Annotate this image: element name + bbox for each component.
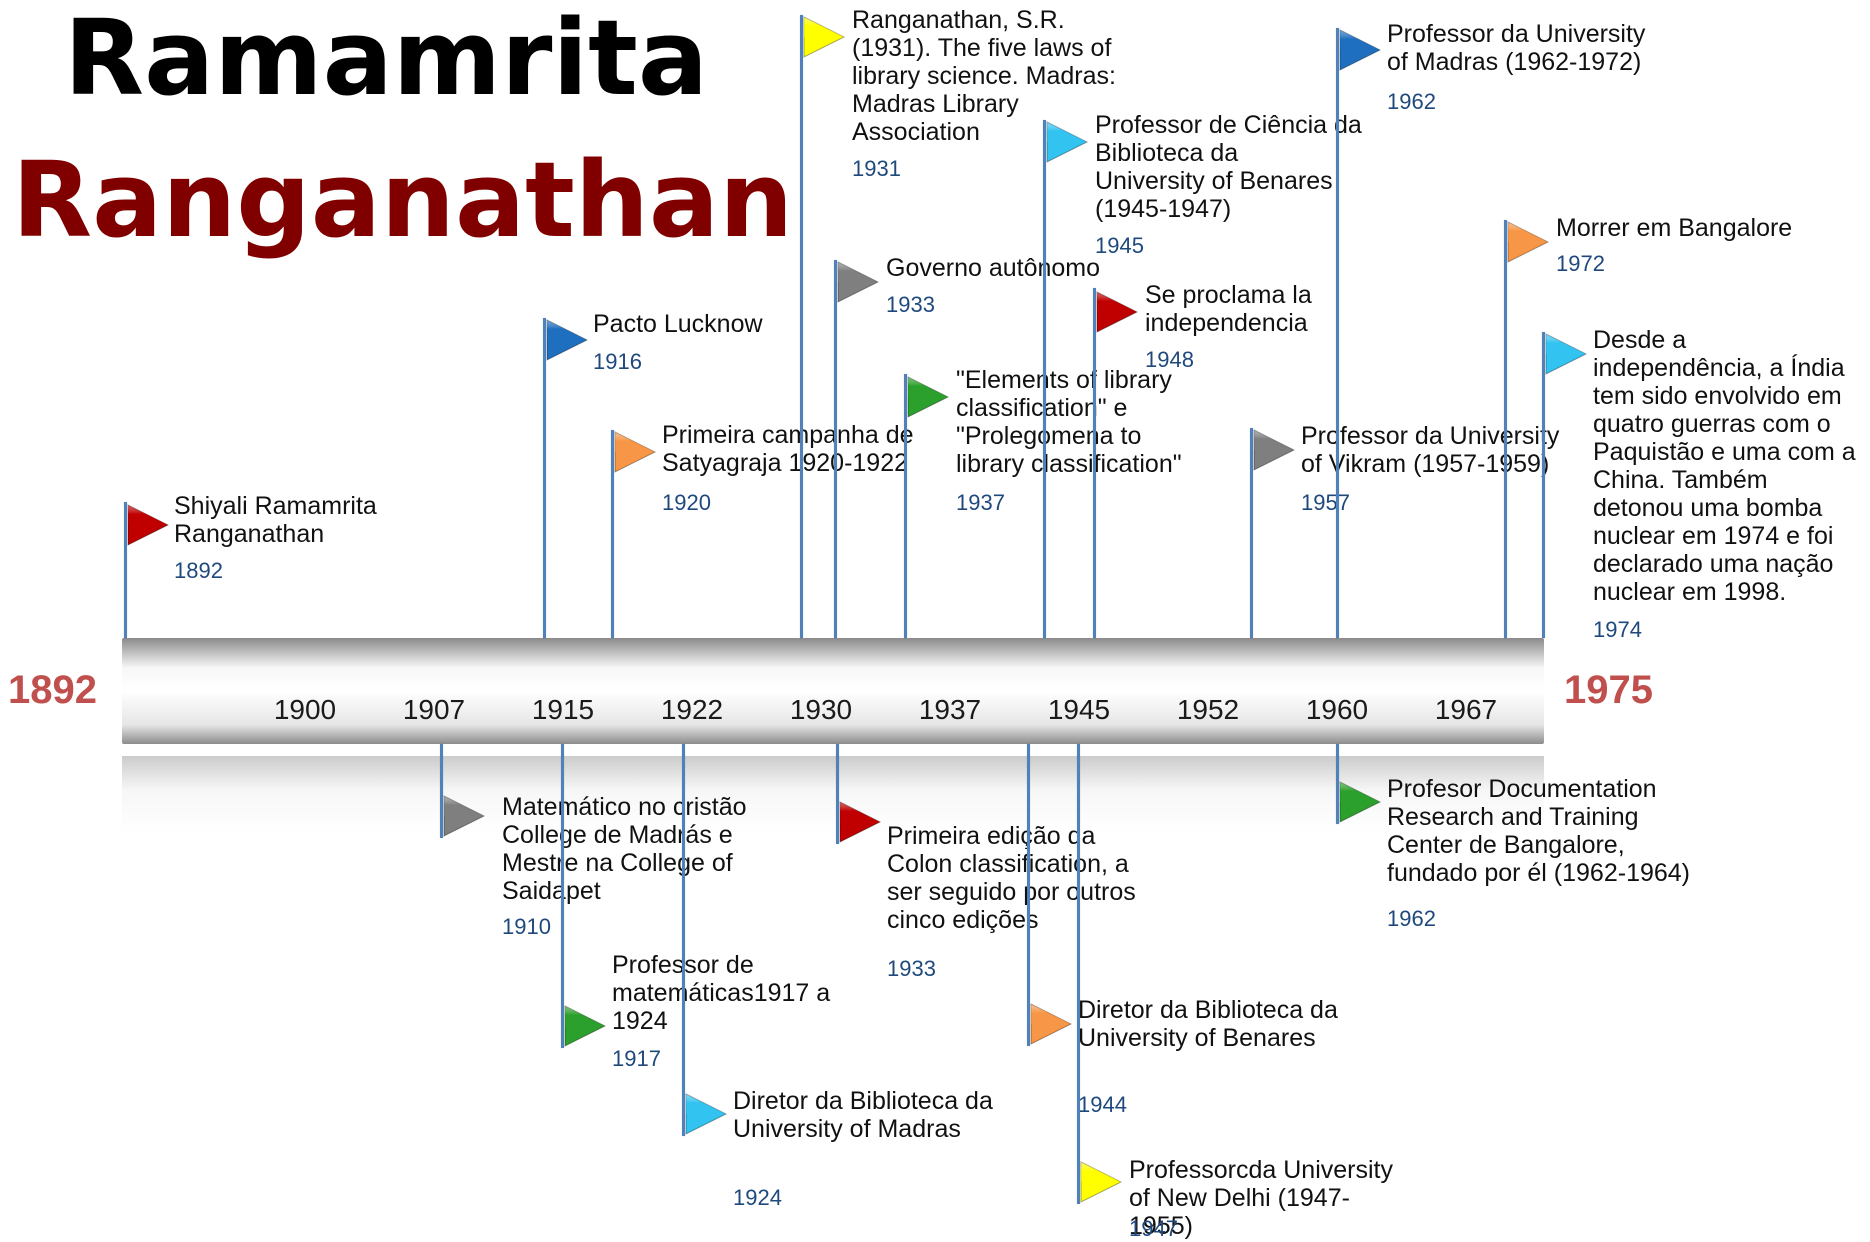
- event-date: 1937: [956, 490, 1005, 515]
- event-label: Diretor da Biblioteca da University of M…: [733, 1087, 993, 1143]
- event-date: 1948: [1145, 347, 1194, 372]
- event-date: 1945: [1095, 233, 1144, 258]
- event-pole: [800, 15, 803, 638]
- event-date: 1957: [1301, 490, 1350, 515]
- tick-label: 1922: [660, 694, 724, 725]
- event-label: Matemático no cristão College de Madrás …: [502, 793, 747, 905]
- event-pole: [124, 502, 127, 638]
- event-pole: [1077, 744, 1080, 1204]
- event-flag-icon: [684, 1092, 728, 1136]
- range-end-label: 1975: [1564, 668, 1653, 712]
- title-line-1: Ramamrita: [64, 0, 709, 119]
- event-label: Ranganathan, S.R. (1931). The five laws …: [852, 6, 1116, 146]
- event-flag-icon: [126, 503, 170, 547]
- event-flag-icon: [1079, 1160, 1123, 1204]
- event-flag-icon: [906, 375, 950, 419]
- event-label: Professor da University of Vikram (1957-…: [1301, 422, 1559, 478]
- event-label: Diretor da Biblioteca da University of B…: [1078, 996, 1338, 1052]
- event-date: 1962: [1387, 89, 1436, 114]
- event-label: "Elements of library classification" e "…: [956, 366, 1182, 478]
- event-date: 1916: [593, 349, 642, 374]
- event-label: Shiyali Ramamrita Ranganathan: [174, 492, 377, 548]
- event-flag-icon: [836, 260, 880, 304]
- event-label: Professorcda University of New Delhi (19…: [1129, 1156, 1393, 1240]
- event-label: Professor de Ciência da Biblioteca da Un…: [1095, 111, 1362, 223]
- event-flag-icon: [1338, 28, 1382, 72]
- timeline-bar-reflection: [122, 756, 1544, 832]
- event-pole: [1336, 744, 1339, 824]
- event-flag-icon: [838, 800, 882, 844]
- event-label: Primeira edição da Colon classification,…: [887, 822, 1136, 934]
- event-date: 1917: [612, 1046, 661, 1071]
- event-pole: [440, 744, 443, 838]
- event-flag-icon: [545, 318, 589, 362]
- event-pole: [611, 430, 614, 638]
- tick-label: 1952: [1176, 694, 1240, 725]
- event-pole: [904, 374, 907, 638]
- event-flag-icon: [1029, 1002, 1073, 1046]
- tick-label: 1930: [789, 694, 853, 725]
- event-date: 1944: [1078, 1092, 1127, 1117]
- event-label: Morrer em Bangalore: [1556, 214, 1793, 242]
- event-label: Governo autônomo: [886, 254, 1101, 282]
- event-label: Professor da University of Madras (1962-…: [1387, 20, 1646, 76]
- tick-label: 1967: [1434, 694, 1498, 725]
- event-pole: [836, 744, 839, 844]
- event-label: Se proclama la independencia: [1145, 281, 1312, 337]
- event-date: 1972: [1556, 251, 1605, 276]
- event-flag-icon: [1095, 290, 1139, 334]
- event-pole: [1504, 220, 1507, 638]
- event-pole: [561, 744, 564, 1048]
- event-pole: [1250, 428, 1253, 638]
- event-pole: [543, 318, 546, 638]
- event-date: 1920: [662, 490, 711, 515]
- tick-label: 1907: [402, 694, 466, 725]
- event-label: Primeira campanha de Satyagraja 1920-192…: [662, 421, 914, 477]
- event-date: 1974: [1593, 617, 1642, 642]
- event-pole: [834, 260, 837, 638]
- event-flag-icon: [563, 1004, 607, 1048]
- event-label: Pacto Lucknow: [593, 310, 763, 338]
- event-date: 1931: [852, 156, 901, 181]
- event-flag-icon: [613, 430, 657, 474]
- event-flag-icon: [1506, 220, 1550, 264]
- event-flag-icon: [1252, 428, 1296, 472]
- event-pole: [1027, 744, 1030, 1046]
- event-date: 1892: [174, 558, 223, 583]
- tick-label: 1960: [1305, 694, 1369, 725]
- event-flag-icon: [1045, 120, 1089, 164]
- tick-label: 1945: [1047, 694, 1111, 725]
- event-pole: [1542, 332, 1545, 638]
- event-date: 1933: [886, 292, 935, 317]
- range-start-label: 1892: [8, 668, 97, 712]
- event-pole: [1043, 120, 1046, 638]
- tick-label: 1937: [918, 694, 982, 725]
- event-flag-icon: [1338, 780, 1382, 824]
- event-pole: [1093, 288, 1096, 638]
- event-label: Professor de matemáticas1917 a 1924: [612, 951, 831, 1035]
- event-flag-icon: [802, 15, 846, 59]
- event-pole: [682, 744, 685, 1136]
- tick-label: 1915: [531, 694, 595, 725]
- event-flag-icon: [442, 794, 486, 838]
- title-line-2: Ranganathan: [12, 139, 794, 261]
- event-date: 1910: [502, 914, 551, 939]
- tick-label: 1900: [273, 694, 337, 725]
- event-date: 1924: [733, 1185, 782, 1210]
- event-date: 1962: [1387, 906, 1436, 931]
- event-flag-icon: [1544, 332, 1588, 376]
- event-pole: [1336, 28, 1339, 638]
- event-label: Profesor Documentation Research and Trai…: [1387, 775, 1691, 887]
- event-label: Desde a independência, a Índia tem sido …: [1593, 326, 1856, 606]
- event-date: 1947: [1129, 1216, 1178, 1241]
- timeline-bar: [122, 638, 1544, 744]
- event-date: 1933: [887, 956, 936, 981]
